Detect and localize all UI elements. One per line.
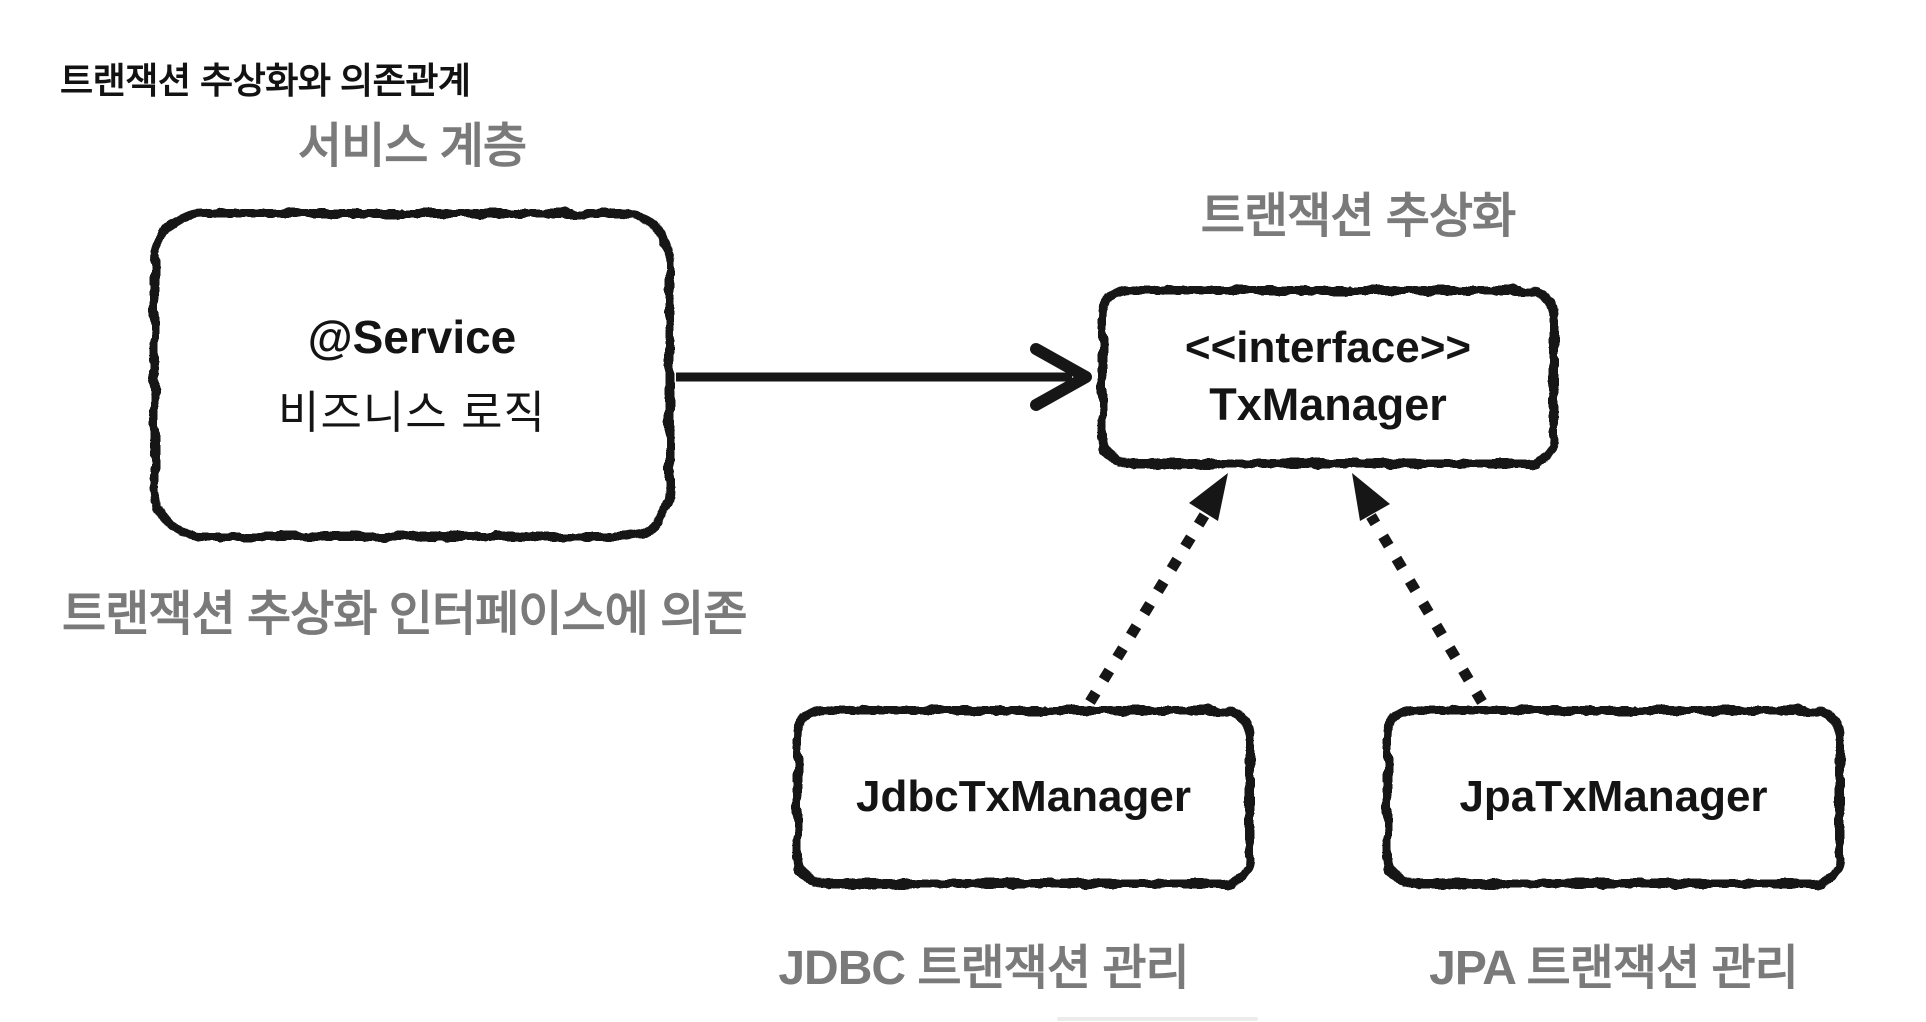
service-node-border bbox=[150, 209, 674, 541]
jpa-txmanager-label: JpaTxManager bbox=[1459, 772, 1768, 821]
cropped-box-edge bbox=[1057, 1017, 1258, 1021]
txmanager-interface-node: <<interface>> TxManager bbox=[1098, 286, 1558, 468]
jdbc-txmanager-border bbox=[793, 706, 1254, 888]
jpa-to-interface-arrow bbox=[1352, 473, 1487, 705]
tx-abstraction-caption: 트랜잭션 추상화 bbox=[1200, 190, 1516, 243]
jdbc-txmanager-label: JdbcTxManager bbox=[856, 772, 1191, 821]
service-layer-caption: 서비스 계층 bbox=[297, 120, 527, 173]
txmanager-interface-border bbox=[1098, 286, 1558, 468]
txmanager-name-label: TxManager bbox=[1209, 379, 1447, 430]
service-annotation-label: @Service bbox=[307, 310, 517, 363]
jdbc-txmanager-node: JdbcTxManager bbox=[793, 706, 1254, 888]
service-node: @Service 비즈니스 로직 bbox=[150, 209, 674, 541]
jdbc-management-caption: JDBC 트랜잭션 관리 bbox=[778, 942, 1189, 995]
depends-on-interface-caption: 트랜잭션 추상화 인터페이스에 의존 bbox=[62, 588, 747, 641]
page-title: 트랜잭션 추상화와 의존관계 bbox=[60, 60, 471, 101]
service-to-interface-arrow bbox=[676, 343, 1092, 411]
interface-stereotype-label: <<interface>> bbox=[1184, 323, 1472, 372]
jpa-txmanager-border bbox=[1383, 706, 1844, 888]
jpa-txmanager-node: JpaTxManager bbox=[1383, 706, 1844, 888]
jpa-management-caption: JPA 트랜잭션 관리 bbox=[1429, 942, 1799, 995]
business-logic-label: 비즈니스 로직 bbox=[278, 386, 546, 438]
jdbc-to-interface-arrow bbox=[1085, 473, 1228, 705]
